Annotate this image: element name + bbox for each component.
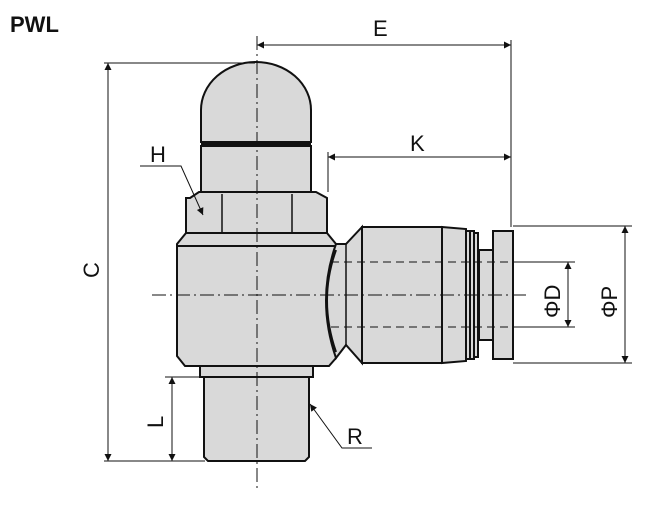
callout-H: H [140, 142, 204, 216]
main-body [176, 232, 337, 367]
label-R: R [347, 424, 363, 449]
dimension-P: ΦP [597, 226, 629, 363]
dimension-L: L [143, 377, 176, 461]
label-E: E [373, 16, 388, 41]
label-C: C [79, 262, 104, 278]
cap-band [201, 142, 311, 146]
dimension-K: K [328, 131, 511, 161]
thread [203, 376, 310, 462]
label-D: ΦD [540, 285, 565, 318]
dimension-E: E [257, 16, 511, 49]
label-K: K [410, 131, 425, 156]
label-L: L [143, 416, 168, 428]
model-title: PWL [10, 12, 59, 37]
dimension-C: C [79, 63, 112, 461]
dome-cap [200, 61, 312, 143]
label-P: ΦP [597, 286, 622, 318]
cap-cylinder [200, 145, 312, 193]
dimension-D: ΦD [540, 262, 572, 327]
label-H: H [150, 142, 166, 167]
callout-R: R [309, 403, 372, 449]
